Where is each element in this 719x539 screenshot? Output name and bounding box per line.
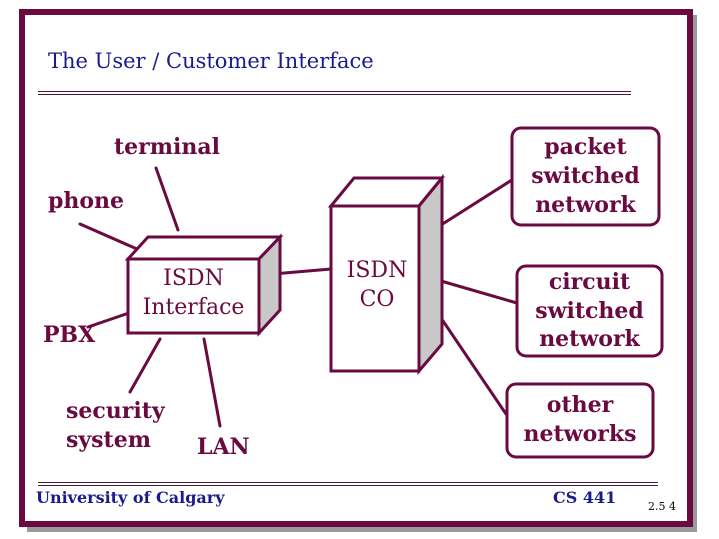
security-label-line2: system [66, 427, 151, 453]
isdn-interface-box [124, 233, 284, 337]
footer-course: CS 441 [553, 488, 617, 507]
line-security [128, 337, 162, 394]
terminal-label: terminal [114, 134, 220, 160]
pbx-label: PBX [43, 322, 96, 348]
line-co-other [439, 316, 508, 416]
title-rule-bottom [38, 94, 631, 95]
isdn-interface-label-line1: ISDN [163, 266, 224, 291]
footer-rule-top [38, 482, 658, 483]
page-number: 2.5 4 [648, 500, 676, 513]
line-phone [78, 222, 139, 251]
other-network-line2: networks [523, 421, 637, 447]
slide-title: The User / Customer Interface [48, 49, 374, 73]
title-rule-top [38, 91, 631, 92]
other-network-line1: other [546, 392, 614, 418]
packet-network-line1: packet [544, 134, 627, 160]
line-interface-co [271, 267, 333, 276]
other-network-box [505, 382, 655, 459]
isdn-interface-label-line2: Interface [142, 295, 245, 320]
packet-network-box [510, 126, 661, 227]
isdn-co-label-line2: CO [359, 287, 395, 312]
footer-rule-bottom [38, 485, 658, 486]
lan-label: LAN [197, 434, 250, 460]
packet-network-line3: network [535, 192, 636, 218]
line-co-packet [439, 176, 517, 227]
security-label-line1: security [66, 398, 165, 424]
isdn-co-label-line1: ISDN [346, 258, 408, 283]
circuit-network-box [515, 264, 664, 358]
footer-university: University of Calgary [36, 488, 225, 507]
line-terminal [154, 166, 180, 232]
circuit-network-line2: switched [535, 298, 644, 324]
circuit-network-line1: circuit [548, 269, 631, 295]
line-lan [202, 337, 222, 428]
isdn-co-box [327, 173, 446, 376]
phone-label: phone [48, 188, 125, 214]
packet-network-line2: switched [531, 163, 640, 189]
line-co-circuit [439, 279, 519, 305]
circuit-network-line3: network [539, 326, 640, 352]
line-pbx [86, 311, 131, 329]
